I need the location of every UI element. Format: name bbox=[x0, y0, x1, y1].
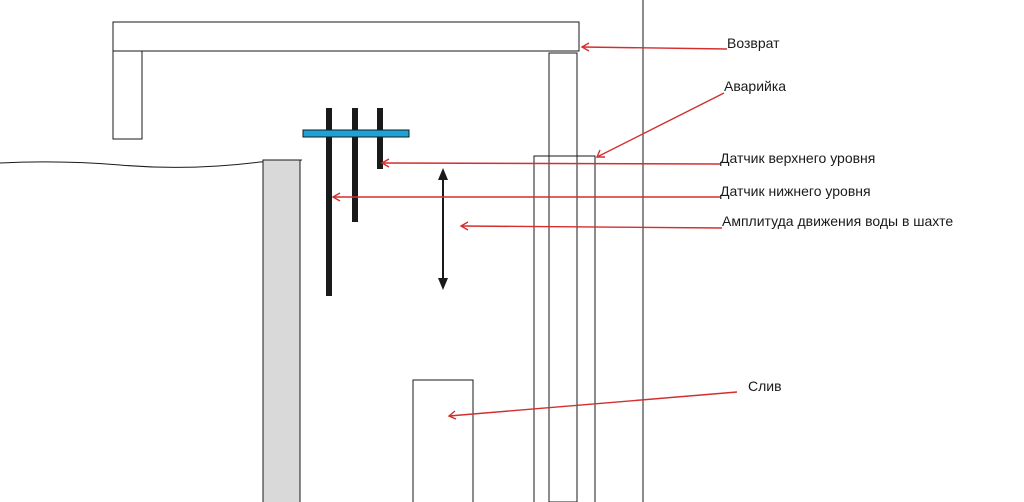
label-drain: Слив bbox=[748, 378, 782, 394]
label-return: Возврат bbox=[727, 35, 780, 51]
return-leader bbox=[580, 42, 728, 52]
return-pipe-left-leg bbox=[112, 50, 143, 140]
drain-pipe bbox=[412, 379, 474, 502]
sensor-mount-plate bbox=[302, 129, 410, 138]
return-pipe-right-leg bbox=[548, 52, 578, 502]
ground-line bbox=[0, 159, 303, 168]
drain-leader bbox=[447, 391, 738, 420]
shaft-wall bbox=[262, 159, 301, 502]
sensor-bar-middle bbox=[352, 108, 358, 222]
upper-sensor-leader bbox=[380, 158, 721, 168]
label-upper-sensor: Датчик верхнего уровня bbox=[720, 150, 875, 166]
lower-sensor-leader bbox=[331, 192, 720, 202]
return-pipe-horizontal bbox=[112, 21, 580, 52]
label-amplitude: Амплитуда движения воды в шахте bbox=[722, 213, 953, 229]
sensor-bar-short bbox=[377, 108, 383, 169]
label-emergency: Аварийка bbox=[724, 78, 786, 94]
label-lower-sensor: Датчик нижнего уровня bbox=[720, 183, 871, 199]
amplitude-leader bbox=[459, 221, 723, 231]
sensor-bar-long bbox=[326, 108, 332, 296]
water-amplitude-arrow bbox=[438, 168, 448, 290]
emergency-leader bbox=[595, 92, 725, 158]
emergency-pipe bbox=[533, 155, 596, 502]
